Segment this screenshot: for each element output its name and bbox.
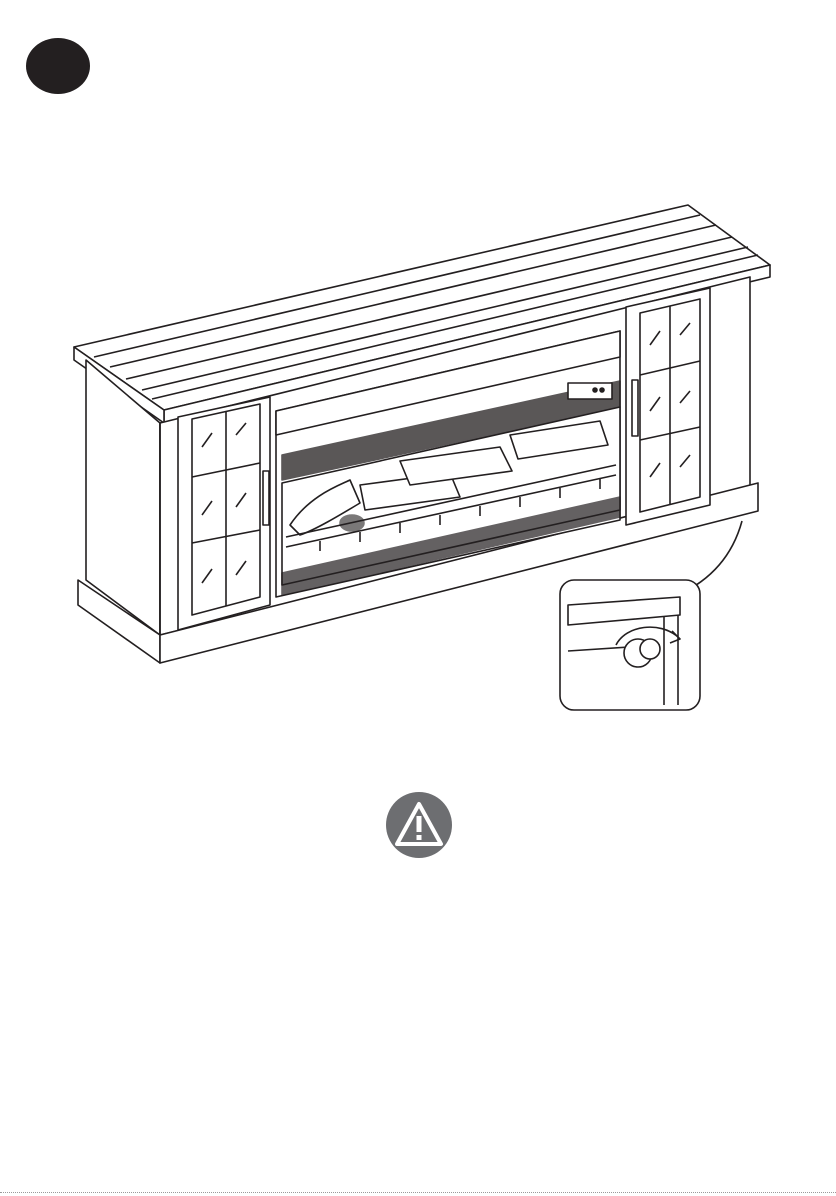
page-edge-dotted-line	[0, 1192, 836, 1193]
step-badge	[26, 38, 90, 94]
left-glass-door	[178, 397, 270, 630]
leveling-foot-detail	[560, 580, 700, 710]
fireplace-console-illustration	[60, 185, 780, 725]
right-glass-door	[626, 288, 710, 525]
warning-icon	[386, 792, 452, 858]
